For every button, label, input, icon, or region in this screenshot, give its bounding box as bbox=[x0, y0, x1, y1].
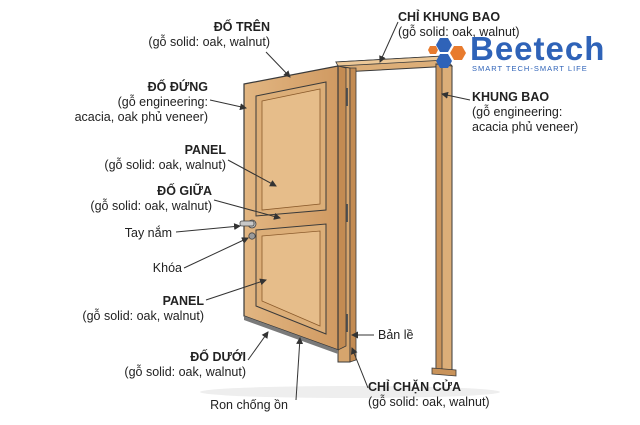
door-leaf bbox=[243, 65, 347, 354]
door-handle bbox=[239, 219, 257, 229]
label-khung-bao-title: KHUNG BAO bbox=[472, 90, 550, 104]
beetech-logo: Beetech SMART TECH-SMART LIFE bbox=[428, 30, 628, 74]
label-do-giua-sub: (gỗ solid: oak, walnut) bbox=[90, 199, 212, 213]
honeycomb-icon bbox=[428, 38, 466, 68]
label-khoa: Khóa bbox=[152, 261, 182, 275]
leader-chi-chan-cua bbox=[350, 347, 369, 389]
logo-tagline: SMART TECH-SMART LIFE bbox=[472, 64, 588, 73]
leader-chi-khung-bao bbox=[379, 21, 399, 63]
door-seal bbox=[244, 316, 338, 354]
label-panel-top-sub: (gỗ solid: oak, walnut) bbox=[104, 158, 226, 172]
label-do-dung-title: ĐỐ ĐỨNG bbox=[147, 80, 208, 94]
label-panel-bottom-sub: (gỗ solid: oak, walnut) bbox=[82, 309, 204, 323]
leader-ron-chong-on bbox=[295, 337, 304, 401]
label-do-dung: ĐỐ ĐỨNG (gỗ engineering: acacia, oak phủ… bbox=[60, 80, 208, 125]
label-panel-top-title: PANEL bbox=[184, 143, 226, 157]
label-do-duoi: ĐỐ DƯỚI (gỗ solid: oak, walnut) bbox=[102, 350, 246, 380]
door-lock bbox=[248, 232, 256, 240]
label-chi-khung-bao-sub: (gỗ solid: oak, walnut) bbox=[398, 25, 520, 39]
label-do-duoi-sub: (gỗ solid: oak, walnut) bbox=[124, 365, 246, 379]
label-do-dung-sub1: (gỗ engineering: bbox=[117, 95, 208, 109]
leader-khoa bbox=[183, 237, 249, 269]
label-panel-top: PANEL (gỗ solid: oak, walnut) bbox=[86, 143, 226, 173]
leader-do-tren bbox=[265, 51, 291, 78]
label-do-tren-title: ĐỐ TRÊN bbox=[213, 20, 270, 34]
label-chi-chan-cua: CHỈ CHẶN CỬA (gỗ solid: oak, walnut) bbox=[368, 380, 518, 410]
leader-panel-bottom bbox=[205, 278, 267, 301]
label-chi-chan-cua-title: CHỈ CHẶN CỬA bbox=[368, 380, 462, 394]
leader-khung-bao bbox=[441, 91, 471, 101]
label-chi-chan-cua-sub: (gỗ solid: oak, walnut) bbox=[368, 395, 490, 409]
floor-shadow bbox=[200, 386, 500, 398]
label-chi-khung-bao: CHỈ KHUNG BAO (gỗ solid: oak, walnut) bbox=[398, 10, 548, 40]
label-ron-chong-on: Ron chống ồn bbox=[210, 398, 288, 412]
leader-do-duoi bbox=[247, 331, 269, 361]
label-do-giua-title: ĐỐ GIỮA bbox=[157, 184, 212, 198]
leader-do-dung bbox=[209, 99, 247, 111]
leader-do-giua bbox=[213, 199, 281, 220]
label-ban-le: Bản lề bbox=[378, 328, 414, 342]
label-do-tren-sub: (gỗ solid: oak, walnut) bbox=[148, 35, 270, 49]
logo-name: Beetech bbox=[470, 30, 606, 67]
label-do-giua: ĐỐ GIỮA (gỗ solid: oak, walnut) bbox=[72, 184, 212, 214]
leader-tay-nam bbox=[175, 223, 241, 233]
label-khung-bao-sub1: (gỗ engineering: bbox=[472, 105, 563, 119]
label-do-duoi-title: ĐỐ DƯỚI bbox=[190, 350, 246, 364]
label-tay-nam: Tay nắm bbox=[124, 226, 172, 240]
label-panel-bottom: PANEL (gỗ solid: oak, walnut) bbox=[62, 294, 204, 324]
label-do-dung-sub2: acacia, oak phủ veneer) bbox=[74, 110, 208, 124]
label-do-tren: ĐỐ TRÊN (gỗ solid: oak, walnut) bbox=[140, 20, 270, 50]
label-khung-bao: KHUNG BAO (gỗ engineering: acacia phủ ve… bbox=[472, 90, 612, 135]
leader-panel-top bbox=[227, 159, 277, 187]
label-khung-bao-sub2: acacia phủ veneer) bbox=[472, 120, 579, 134]
label-panel-bottom-title: PANEL bbox=[162, 294, 204, 308]
label-chi-khung-bao-title: CHỈ KHUNG BAO bbox=[398, 10, 501, 24]
